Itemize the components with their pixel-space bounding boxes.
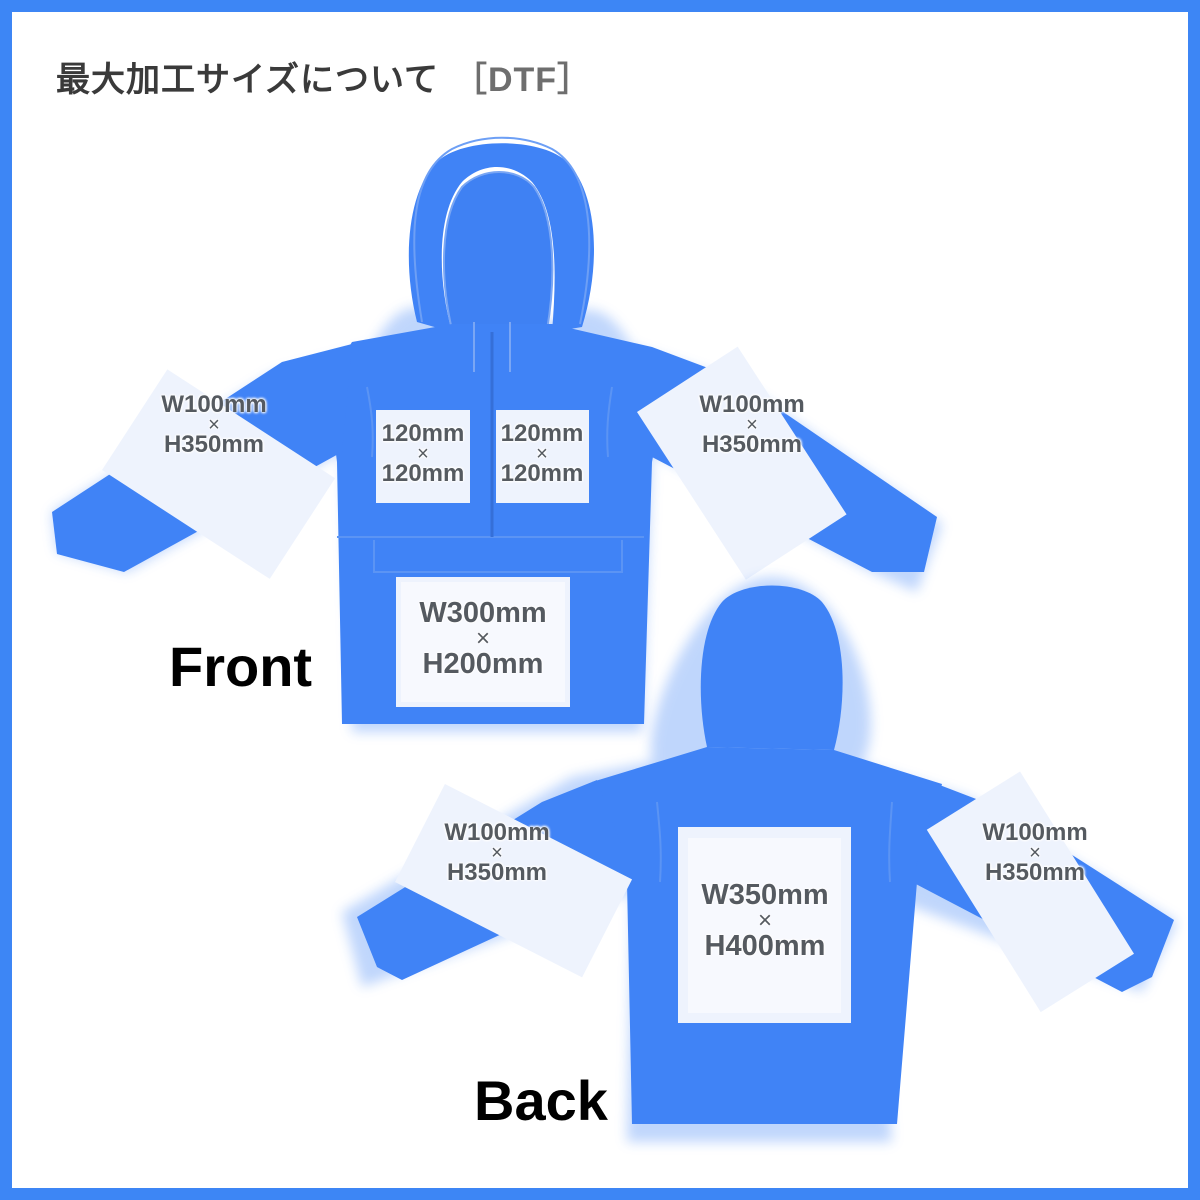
garment-illustration [52, 136, 1177, 1142]
front-chest-left-size: 120mm × 120mm [381, 420, 465, 487]
front-sleeve-left-size: W100mm × H350mm [161, 391, 267, 458]
back-print-area-sleeve-right [926, 771, 1135, 1013]
back-hood [700, 585, 843, 750]
back-sleeve-right-size: W100mm × H350mm [982, 819, 1088, 886]
front-print-area-sleeve-left [102, 369, 336, 579]
front-print-area-chest-right [496, 410, 589, 503]
back-hoodie [342, 577, 1177, 1142]
back-view-label: Back [474, 1069, 608, 1132]
back-sleeve-left-size: W100mm × H350mm [444, 819, 550, 886]
front-pocket-size: W300mm × H200mm [419, 597, 547, 680]
front-hood [408, 143, 594, 332]
front-chest-right-size: 120mm × 120mm [500, 420, 584, 487]
front-print-area-chest-left [376, 410, 470, 503]
title-tag: ［DTF］ [452, 61, 593, 99]
front-sleeve-right-size: W100mm × H350mm [699, 391, 805, 458]
front-view-label: Front [169, 635, 313, 698]
title-main: 最大加工サイズについて [56, 61, 439, 99]
front-hood-inner [443, 171, 554, 331]
back-center-size: W350mm × H400mm [701, 879, 829, 962]
back-print-area-sleeve-left [394, 783, 633, 978]
front-hoodie [52, 136, 942, 732]
page-title: 最大加工サイズについて ［DTF］ [56, 52, 592, 101]
front-print-area-sleeve-right [637, 346, 847, 580]
